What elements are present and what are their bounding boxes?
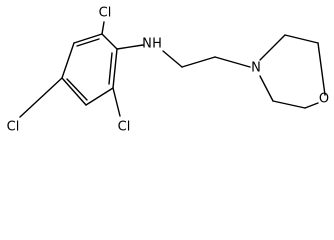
atom-morpholine-o: O bbox=[319, 92, 329, 107]
morph-bond-c-o-lower bbox=[304, 102, 319, 109]
bond-c2-cl-top bbox=[101, 21, 105, 35]
atom-cl-left: Cl bbox=[7, 120, 20, 135]
atom-nh-n: N bbox=[142, 37, 152, 52]
ring-bond-c3-c4 bbox=[61, 42, 75, 79]
ring-bond-c5-c6 bbox=[85, 87, 114, 106]
bond-ch2-n-ring bbox=[214, 56, 251, 68]
ring-bond-c6-c1 bbox=[112, 48, 118, 89]
morph-bond-c-c-lower bbox=[272, 100, 306, 109]
bond-c1-nh bbox=[116, 44, 144, 50]
ring-bond-c2-c3 bbox=[73, 33, 103, 44]
ring-bond-c2-c3-inner bbox=[76, 38, 100, 47]
morph-bond-c-o-upper bbox=[317, 42, 326, 96]
morph-bond-n-c-upper bbox=[259, 34, 286, 61]
morph-bond-n-c-lower bbox=[259, 75, 274, 102]
ring-bond-c4-c5-inner bbox=[66, 78, 88, 101]
bond-c4-cl-left bbox=[19, 77, 63, 118]
ring-bond-c4-c5 bbox=[61, 77, 87, 106]
atom-nh-h: H bbox=[152, 37, 162, 52]
ring-bond-c1-c2 bbox=[101, 33, 118, 50]
morph-bond-c-c-upper bbox=[284, 34, 319, 44]
bond-c6-cl-bottom bbox=[112, 87, 121, 117]
benzene-ring bbox=[61, 33, 118, 106]
bond-nh-ch2 bbox=[162, 50, 183, 68]
ring-bond-c6-c1-inner bbox=[108, 52, 113, 85]
chemical-structure: Cl Cl Cl N H N O bbox=[7, 6, 329, 135]
bond-ch2-ch2 bbox=[181, 56, 216, 68]
atom-cl-bottom: Cl bbox=[118, 120, 131, 135]
morpholine-ring bbox=[259, 34, 326, 109]
atom-morpholine-n: N bbox=[251, 61, 261, 76]
atom-cl-top: Cl bbox=[99, 6, 112, 21]
